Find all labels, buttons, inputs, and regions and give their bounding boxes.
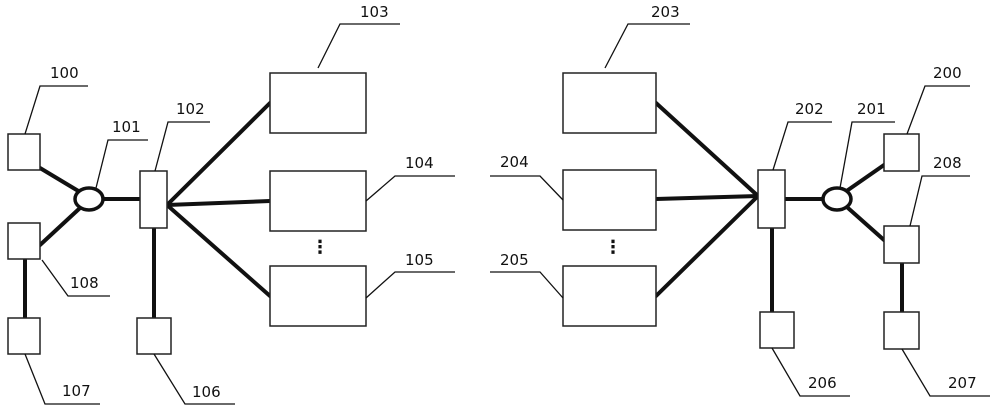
leader-105	[366, 272, 455, 298]
leader-208	[910, 176, 970, 226]
link-201-208	[848, 208, 884, 240]
node-103	[270, 73, 366, 133]
node-102	[140, 171, 167, 228]
leader-103	[318, 24, 400, 68]
label-207: 207	[948, 374, 977, 392]
label-102: 102	[176, 100, 205, 118]
link-100-101	[40, 168, 80, 192]
leader-104	[366, 176, 455, 201]
ellipsis-left: ⋮	[311, 237, 329, 258]
node-202	[758, 170, 785, 228]
label-201: 201	[857, 100, 886, 118]
link-202-205	[656, 196, 758, 296]
label-105: 105	[405, 251, 434, 269]
node-207	[884, 312, 919, 349]
leader-203	[605, 24, 690, 68]
node-201	[823, 188, 851, 210]
label-200: 200	[933, 64, 962, 82]
label-204: 204	[500, 153, 529, 171]
link-102-105	[167, 205, 270, 296]
label-203: 203	[651, 3, 680, 21]
label-100: 100	[50, 64, 79, 82]
left-system: ⋮ 100 101 102 103 104 105 106 107 108	[8, 3, 455, 404]
leader-102	[155, 122, 210, 171]
node-200	[884, 134, 919, 171]
label-205: 205	[500, 251, 529, 269]
node-204	[563, 170, 656, 230]
leader-100	[25, 86, 88, 134]
label-103: 103	[360, 3, 389, 21]
link-102-104	[167, 201, 270, 205]
label-108: 108	[70, 274, 99, 292]
link-201-200	[848, 165, 884, 190]
node-106	[137, 318, 171, 354]
label-208: 208	[933, 154, 962, 172]
node-108	[8, 223, 40, 259]
node-105	[270, 266, 366, 326]
label-104: 104	[405, 154, 434, 172]
link-202-203	[656, 103, 758, 196]
ellipsis-right: ⋮	[604, 237, 622, 258]
leader-205	[490, 272, 563, 298]
label-101: 101	[112, 118, 141, 136]
label-106: 106	[192, 383, 221, 401]
node-208	[884, 226, 919, 263]
leader-207	[902, 349, 990, 396]
node-101	[75, 188, 103, 210]
leader-200	[907, 86, 970, 134]
node-205	[563, 266, 656, 326]
link-202-204	[656, 196, 758, 199]
right-system: ⋮ 203 204 205 202 201 200 208 206 207	[490, 3, 990, 396]
link-108-101	[40, 208, 80, 245]
node-100	[8, 134, 40, 170]
node-104	[270, 171, 366, 231]
node-107	[8, 318, 40, 354]
node-206	[760, 312, 794, 348]
link-102-103	[167, 103, 270, 205]
label-202: 202	[795, 100, 824, 118]
leader-204	[490, 176, 563, 200]
label-206: 206	[808, 374, 837, 392]
leader-202	[773, 122, 832, 170]
node-203	[563, 73, 656, 133]
label-107: 107	[62, 382, 91, 400]
